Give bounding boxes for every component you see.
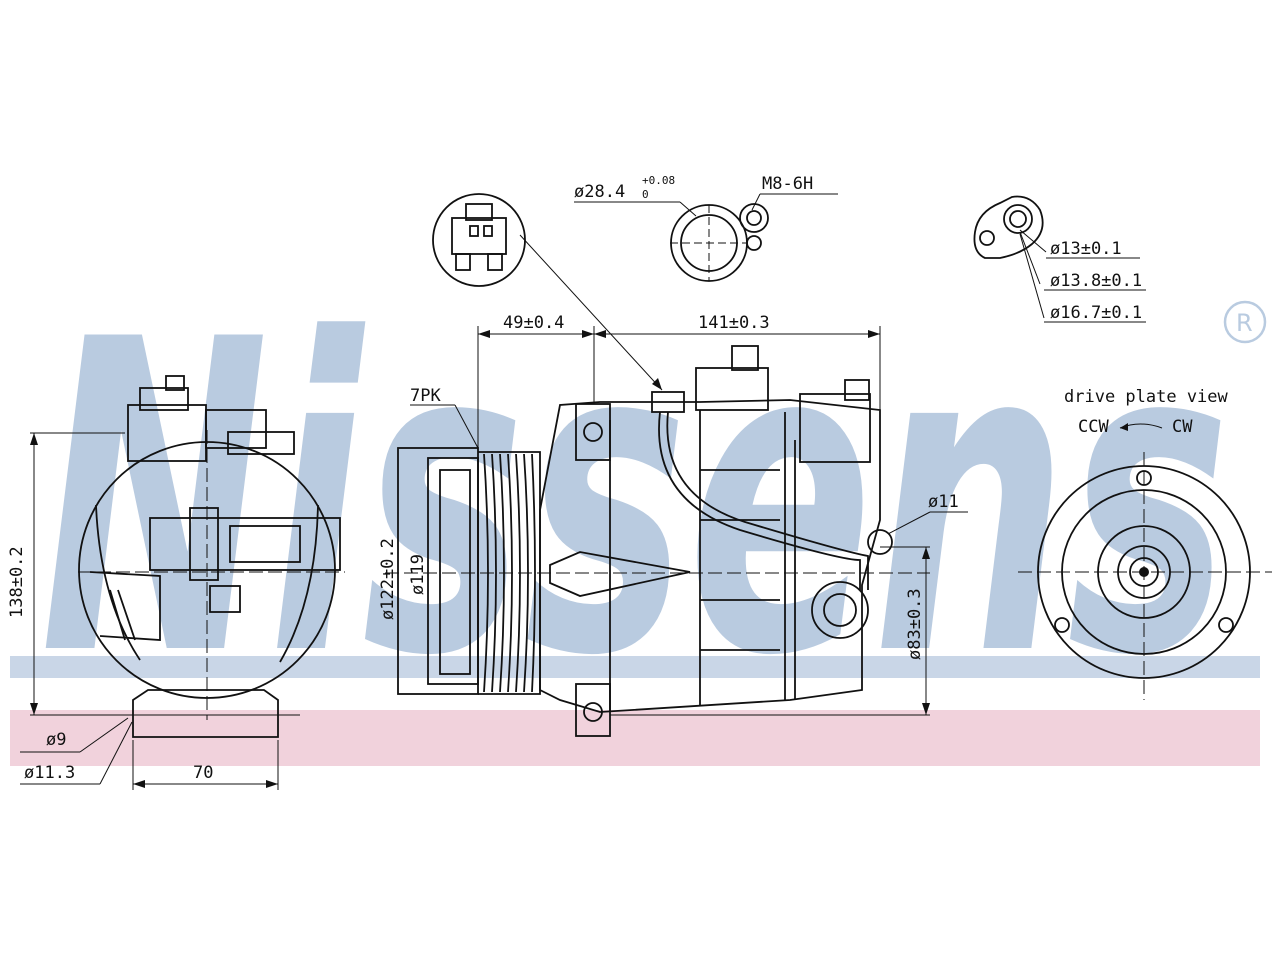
watermark-band-blue <box>10 656 1260 678</box>
registered-mark: R <box>1236 309 1253 337</box>
dim-mount-d2: ø11.3 <box>24 763 75 783</box>
dim-body: ø83±0.3 <box>905 588 925 660</box>
ccw-label: CCW <box>1078 417 1109 437</box>
dim-pulley-inner: ø119 <box>408 554 428 595</box>
registered-mark-ring <box>1223 300 1267 344</box>
dim-len-a: 49±0.4 <box>503 313 564 333</box>
dim-pipe-tol-upper: +0.08 <box>642 174 675 187</box>
dim-port-d1: ø13±0.1 <box>1050 239 1122 259</box>
dim-port-d3: ø16.7±0.1 <box>1050 303 1142 323</box>
end-view-left: 138±0.2 70 ø9 ø11.3 <box>7 375 345 790</box>
dim-port-d2: ø13.8±0.1 <box>1050 271 1142 291</box>
dim-len-b: 141±0.3 <box>698 313 770 333</box>
watermark-logo: Nissens <box>40 250 1230 750</box>
watermark-band-pink <box>10 710 1260 766</box>
side-view-main: 49±0.4 141±0.3 ø122±0.2 ø119 7PK ø11 ø83… <box>378 313 968 737</box>
port-detail: ø13±0.1 ø13.8±0.1 ø16.7±0.1 <box>973 195 1146 323</box>
cw-label: CW <box>1172 417 1193 437</box>
dim-thread: M8-6H <box>762 174 813 194</box>
dim-pipe: ø28.4 <box>574 182 625 202</box>
watermark: Nissens R <box>10 250 1267 766</box>
pipe-flange-detail: ø28.4 +0.08 0 M8-6H <box>574 174 838 282</box>
dim-hole: ø11 <box>928 492 959 512</box>
drive-view-label: drive plate view <box>1064 387 1229 407</box>
dim-mount-d1: ø9 <box>46 730 66 750</box>
dim-belt: 7PK <box>410 386 441 406</box>
dim-pipe-tol-lower: 0 <box>642 188 649 201</box>
dim-height: 138±0.2 <box>7 546 27 618</box>
drive-plate-view: drive plate view CCW CW <box>1018 387 1272 700</box>
connector-detail <box>432 193 663 391</box>
dim-width: 70 <box>193 763 213 783</box>
dim-pulley-outer: ø122±0.2 <box>378 538 398 620</box>
